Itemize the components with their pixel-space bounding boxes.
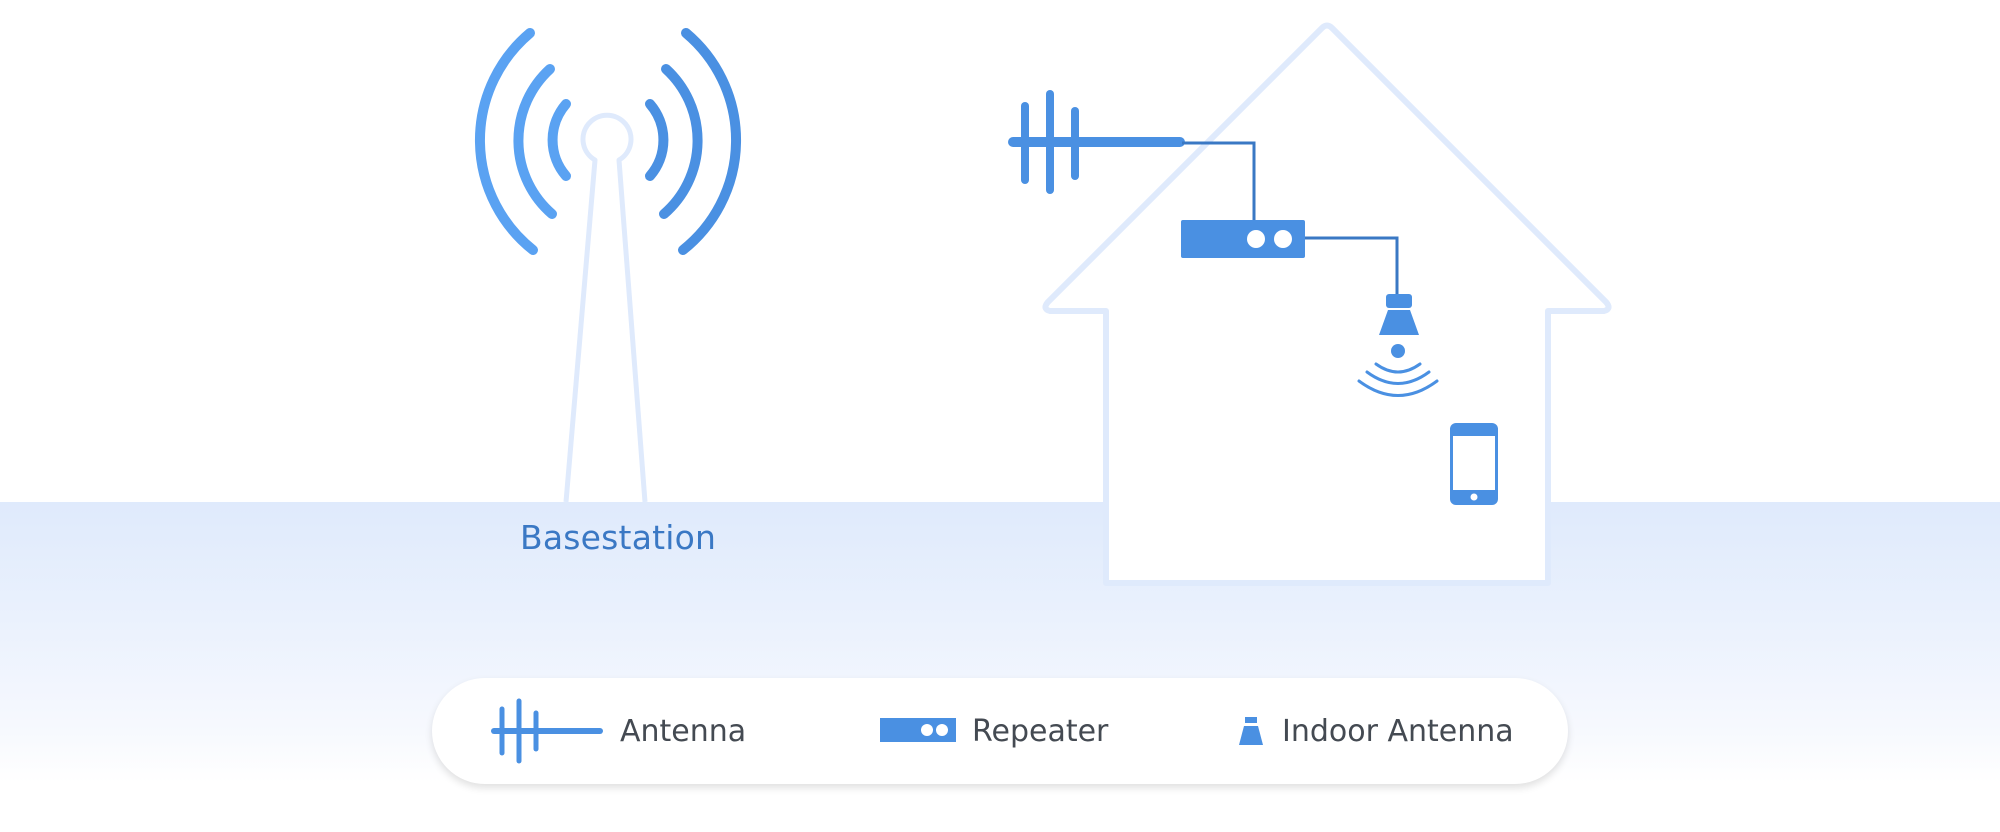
yagi-antenna-icon: [1008, 90, 1185, 194]
signal-waves-icon: [1357, 344, 1439, 397]
repeater-icon: [1181, 220, 1305, 258]
legend-item-indoor-antenna: Indoor Antenna: [1236, 678, 1514, 784]
legend-label-antenna: Antenna: [620, 713, 747, 749]
broadcast-waves-left-icon: [474, 28, 571, 255]
legend-item-repeater: Repeater: [880, 678, 1108, 784]
indoor-antenna-icon: [1379, 294, 1419, 335]
house-outline-icon: [1042, 22, 1612, 586]
smartphone-icon: [1450, 423, 1498, 505]
legend-label-repeater: Repeater: [972, 713, 1109, 749]
legend-item-antenna: Antenna: [490, 678, 746, 784]
legend-label-indoor-antenna: Indoor Antenna: [1282, 713, 1514, 749]
broadcast-waves-right-icon: [645, 28, 742, 255]
basestation-tower-icon: [563, 112, 648, 503]
repeater-icon: [880, 718, 956, 742]
indoor-antenna-icon: [1239, 717, 1263, 745]
legend: Antenna Repeater Indoor Antenna: [432, 678, 1568, 784]
yagi-antenna-icon: [491, 698, 603, 764]
basestation-label: Basestation: [520, 518, 717, 557]
antenna-cable: [1182, 141, 1256, 220]
indoor-cable: [1305, 236, 1399, 294]
